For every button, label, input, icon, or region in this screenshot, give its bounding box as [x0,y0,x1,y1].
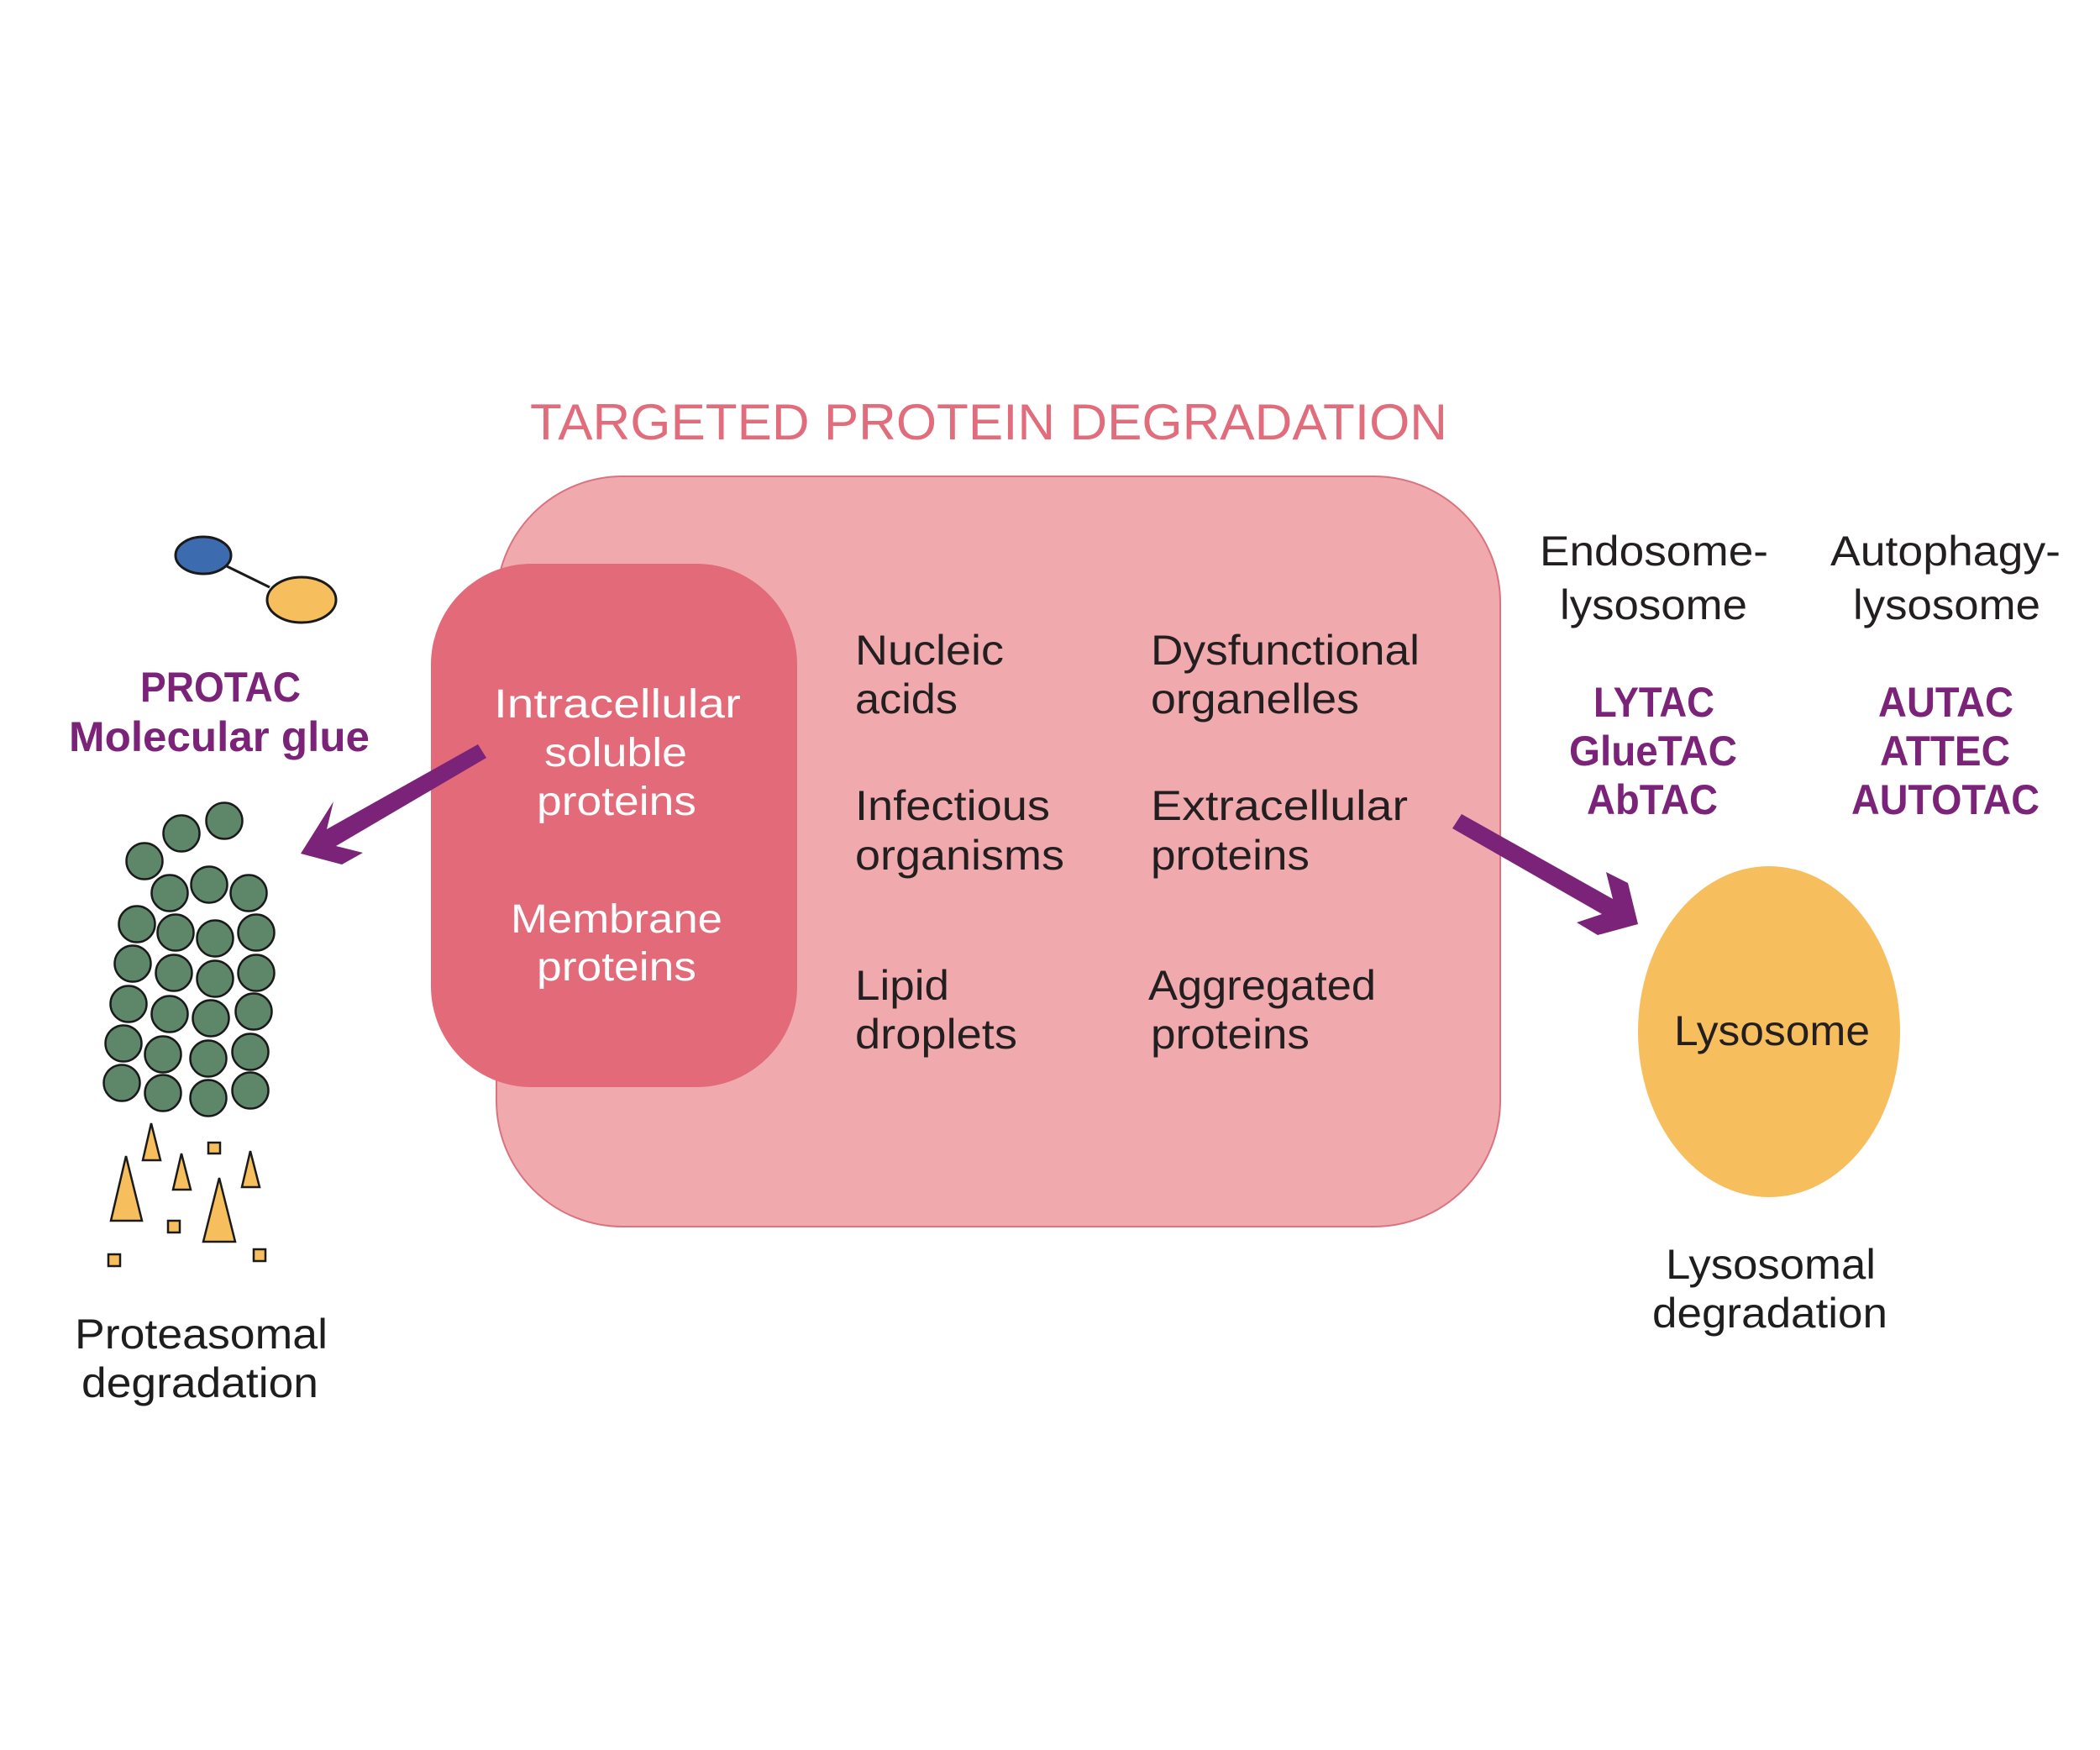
modality-autac: AUTAC [1878,679,2013,726]
target-text-line: droplets [855,1011,1017,1058]
pathway-heading: lysosome [1560,581,1747,628]
arrow-to-lysosome-icon [1452,814,1638,935]
protac-dumbbell-icon [174,535,338,624]
proteasome-subunit [196,919,234,958]
fragment-triangle [240,1150,261,1189]
proteasome-subunit [102,1064,141,1102]
target-text-line: Dysfunctional [1151,627,1420,674]
fragment-triangle [141,1122,162,1162]
proteasome-subunit [189,1079,228,1117]
inner-text-line: soluble [544,731,687,775]
target-text-line: Aggregated [1148,962,1376,1009]
proteasome-subunit [104,1024,143,1063]
arrow-to-proteasome-icon [301,744,486,864]
modality-gluetac: GlueTAC [1569,728,1737,775]
proteasome-subunit [113,944,152,983]
target-text-line: proteins [1151,832,1310,879]
modality-autotac: AUTOTAC [1851,776,2040,823]
target-aggregated-proteins: Aggregated proteins [1148,962,1376,1058]
fragment-square [166,1219,181,1234]
proteasome-subunit [189,1039,228,1078]
target-extracellular-proteins: Extracellular proteins [1151,782,1408,879]
proteasome-subunit [205,801,244,840]
proteasome-cluster-icon [102,801,276,1117]
lysosome-label: Lysosome [1674,1007,1870,1054]
proteasome-subunit [192,999,230,1038]
modality-abtac: AbTAC [1587,776,1718,823]
modality-lytac: LYTAC [1593,679,1714,726]
pathway-heading: Autophagy- [1830,528,2061,575]
inner-text-line: Membrane [511,897,722,942]
pathway-endosome-lysosome: Endosome- lysosome LYTAC GlueTAC AbTAC [1540,528,1768,823]
target-text-line: Lipid [855,962,949,1009]
target-text-line: Infectious [855,782,1050,829]
pathway-heading: lysosome [1853,581,2040,628]
fragment-square [252,1248,267,1263]
modality-molecular-glue: Molecular glue [69,713,370,760]
proteasome-subunit [231,1071,270,1110]
fragment-triangle [171,1153,192,1191]
proteasome-subunit [144,1074,182,1112]
pathway-autophagy-lysosome: Autophagy- lysosome AUTAC ATTEC AUTOTAC [1830,528,2061,823]
fragment-square [107,1253,122,1268]
target-text-line: Nucleic [855,627,1004,674]
pathway-heading: Endosome- [1540,528,1768,575]
target-lipid-droplets: Lipid droplets [855,962,1017,1058]
fragment-triangle [109,1155,144,1222]
intracellular-soluble-proteins-label: Intracellular soluble proteins [494,682,741,824]
lysosomal-degradation-label-line2: degradation [1652,1290,1887,1337]
target-nucleic-acids: Nucleic acids [855,627,1004,723]
proteasome-subunit [190,865,228,904]
proteasome-subunit [162,814,201,853]
proteasome-subunit [150,874,189,912]
target-dysfunctional-organelles: Dysfunctional organelles [1151,627,1420,723]
proteasome-subunit [196,959,234,998]
protein-types-inner-box [431,564,797,1087]
target-text-line: organisms [855,832,1064,879]
proteasome-subunit [144,1035,182,1074]
inner-text-line: proteins [537,780,696,824]
proteasome-subunit [150,995,189,1033]
proteasomal-degradation-label: Proteasomal [75,1311,328,1358]
proteasome-subunit [125,842,164,880]
proteasomal-degradation-label-line2: degradation [81,1359,318,1406]
proteasome-subunit [237,913,276,952]
diagram-title: TARGETED PROTEIN DEGRADATION [530,394,1447,450]
inner-text-line: proteins [537,945,696,990]
proteasome-subunit [234,992,273,1031]
fragment-square [207,1141,222,1155]
inner-text-line: Intracellular [494,682,741,727]
proteasome-subunit [237,954,276,992]
proteasome-subunit [156,913,195,952]
proteasome-subunit [229,874,268,912]
proteasome-subunit [155,954,193,992]
fragment-triangle [202,1177,237,1243]
target-text-line: Extracellular [1151,782,1408,829]
modality-protac: PROTAC [140,664,301,711]
peptide-fragments-icon [107,1122,267,1268]
target-text-line: proteins [1151,1011,1310,1058]
proteasome-subunit [109,985,148,1023]
target-text-line: acids [855,675,958,723]
lysosome-icon [1638,866,1900,1197]
lysosomal-degradation-label: Lysosomal [1666,1241,1876,1288]
target-infectious-organisms: Infectious organisms [855,782,1064,879]
proteasome-subunit [118,905,156,943]
membrane-proteins-label: Membrane proteins [511,897,722,990]
modality-attec: ATTEC [1880,728,2010,775]
target-text-line: organelles [1151,675,1359,723]
proteasome-subunit [231,1033,270,1071]
